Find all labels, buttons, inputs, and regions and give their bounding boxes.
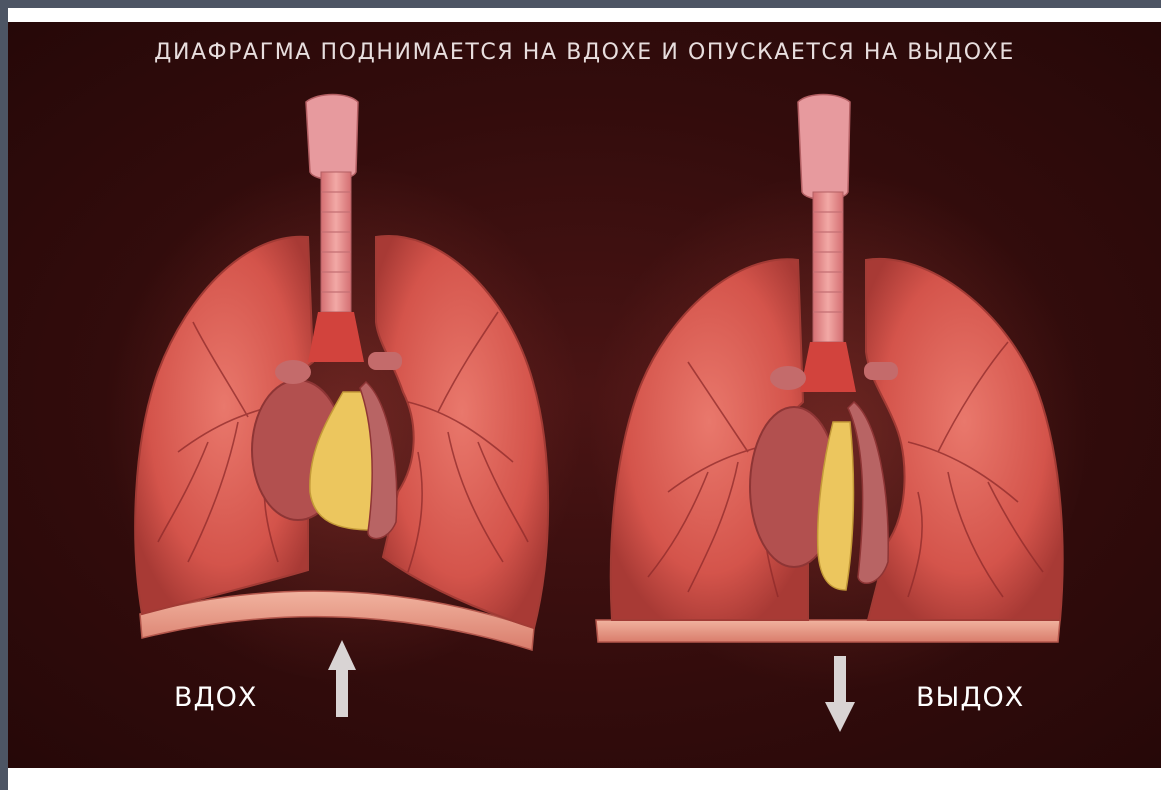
- inhale-label: ВДОХ: [174, 682, 257, 713]
- window-frame-top: [0, 0, 1161, 8]
- headline: ДИАФРАГМА ПОДНИМАЕТСЯ НА ВДОХЕ И ОПУСКАЕ…: [8, 40, 1161, 65]
- exhale-label: ВЫДОХ: [916, 682, 1024, 713]
- exhale-trachea: [798, 95, 850, 200]
- exhale-diaphragm: [596, 620, 1060, 642]
- inhale-trachea: [306, 95, 358, 180]
- lungs-illustration: [8, 22, 1161, 768]
- exhale-lungs-group: [588, 95, 1088, 693]
- diagram-panel: ДИАФРАГМА ПОДНИМАЕТСЯ НА ВДОХЕ И ОПУСКАЕ…: [8, 22, 1161, 768]
- window-frame-left: [0, 0, 8, 790]
- inhale-lungs-group: [103, 95, 583, 683]
